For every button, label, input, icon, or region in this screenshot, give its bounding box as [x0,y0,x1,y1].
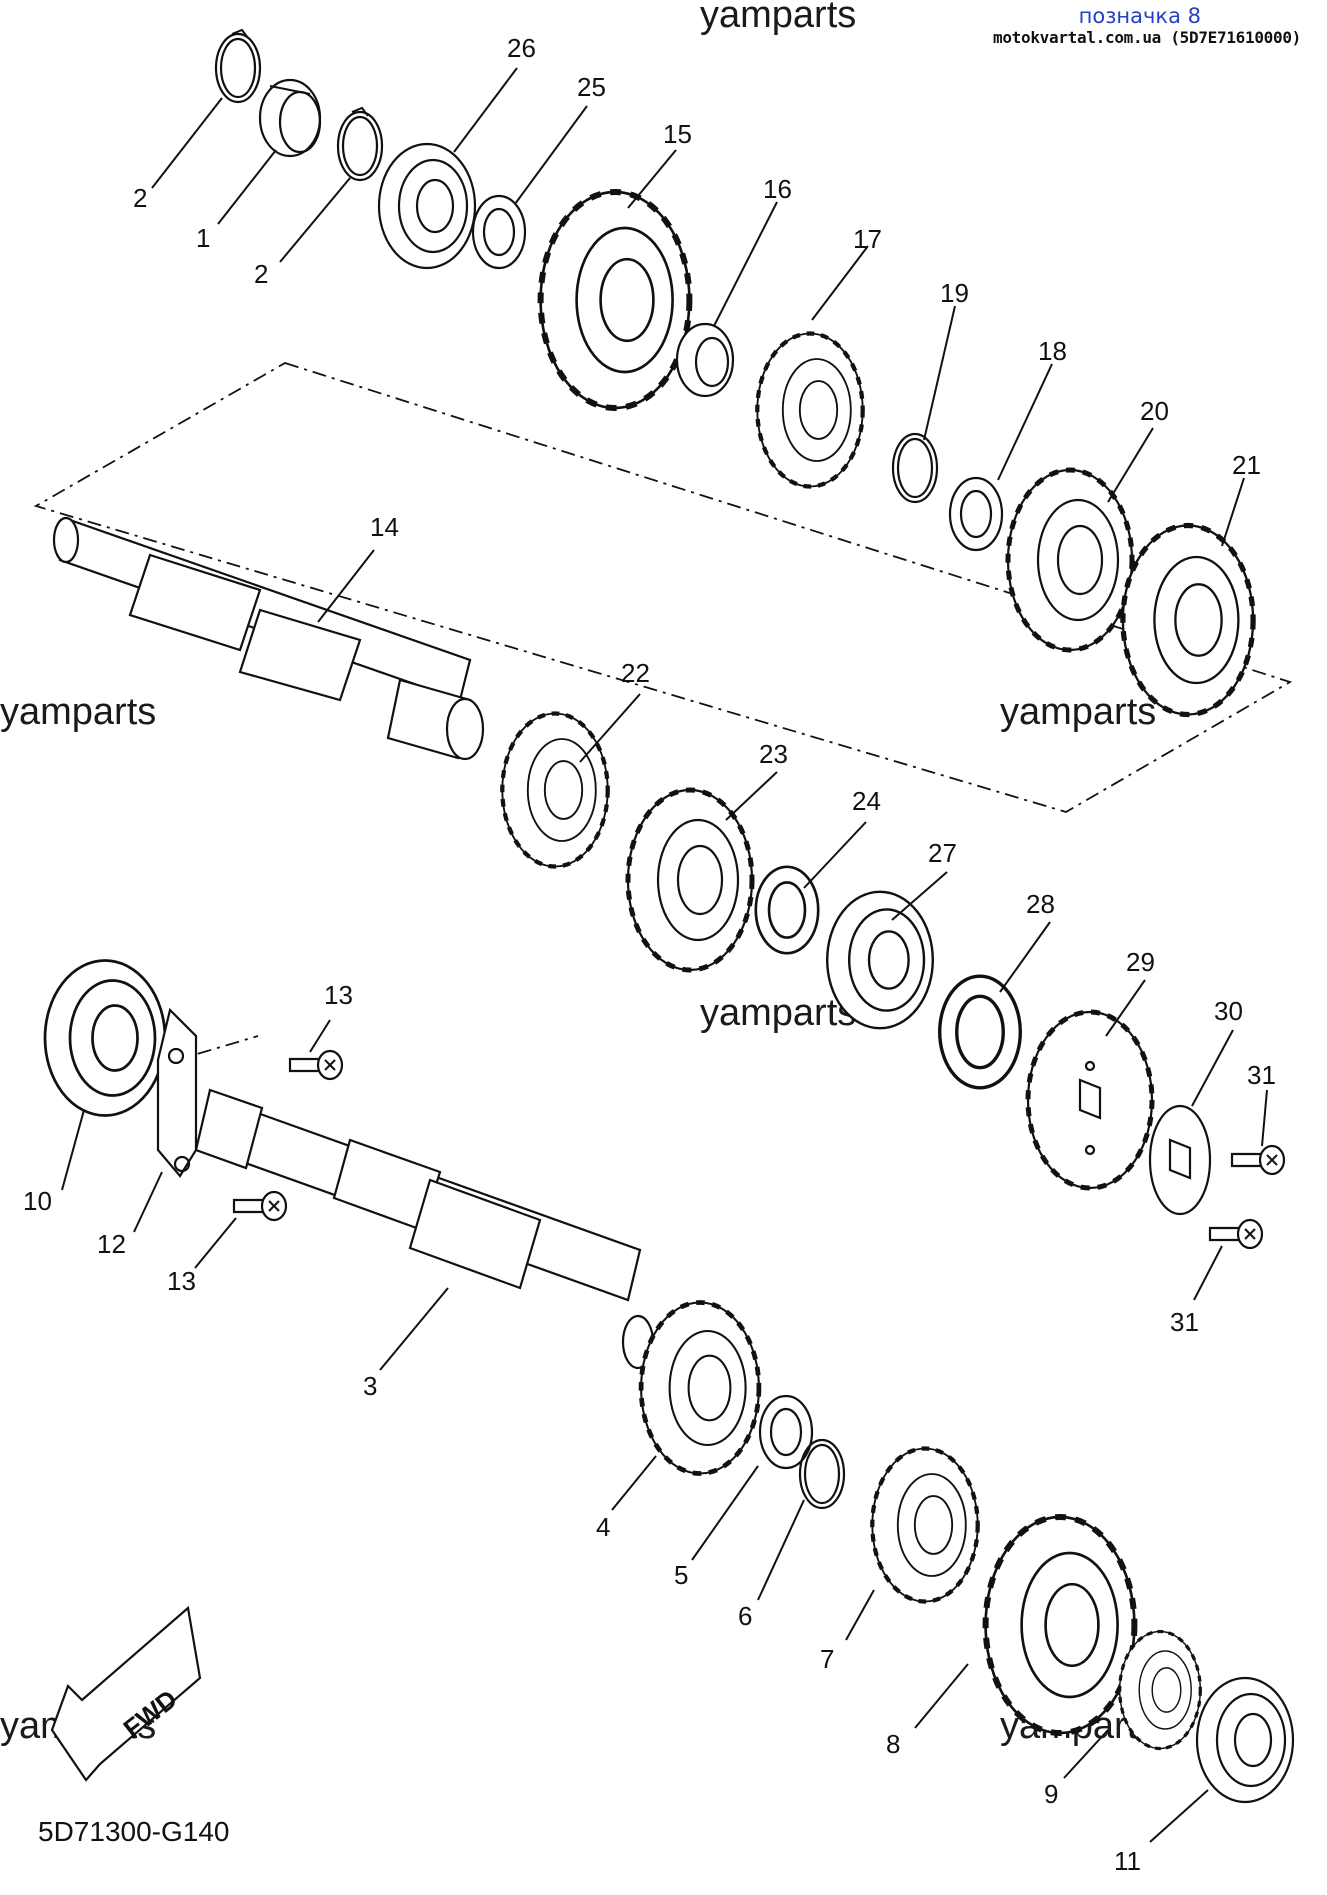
callout-24: 24 [852,786,881,816]
part-3-drive-axle [194,1088,655,1370]
callout-7: 7 [820,1644,834,1674]
part-28-oil-seal [937,974,1023,1090]
part-22-gear [502,714,607,867]
part-19-circlip [891,432,939,504]
callout-11: 11 [1114,1846,1141,1876]
callout-28: 28 [1026,889,1055,919]
watermark-right-upper: yamparts [1000,691,1156,733]
part-13-screw-lower [232,1190,288,1222]
part-23-gear [628,790,752,970]
fwd-arrow-icon: FWD [50,1605,202,1782]
callout-22: 22 [621,658,650,688]
part-6-circlip [798,1438,846,1510]
callout-2: 2 [133,183,147,213]
callout-16: 16 [763,174,792,204]
assembly-group-boundary [33,362,1293,813]
callout-17: 17 [853,224,882,254]
part-27-bearing [825,890,935,1030]
part-30-lock-washer [1148,1104,1212,1216]
header-site-code: motokvartal.com.ua (5D7E71610000) [993,28,1301,47]
part-16-collar [675,322,735,398]
leader-lines [61,67,1268,1843]
part-24-washer [754,865,820,955]
part-14-main-axle [52,516,485,761]
callout-1: 1 [196,223,210,253]
callout-31: 31 [1170,1307,1199,1337]
callout-9: 9 [1044,1779,1058,1809]
callout-29: 29 [1126,947,1155,977]
part-21-gear [1123,526,1253,715]
part-4-gear [641,1303,759,1474]
callout-2: 2 [254,259,268,289]
watermark-top: yamparts [700,0,856,36]
callout-25: 25 [577,72,606,102]
part-7-gear [872,1449,977,1602]
callout-5: 5 [674,1560,688,1590]
part-2-circlip-upper [214,28,262,104]
callout-19: 19 [940,278,969,308]
callout-30: 30 [1214,996,1243,1026]
callout-23: 23 [759,739,788,769]
part-26-bearing [377,142,477,270]
part-5-spline-washer [758,1394,814,1470]
header-label: позначка 8 [1078,4,1201,28]
callout-20: 20 [1140,396,1169,426]
callout-18: 18 [1038,336,1067,366]
callout-14: 14 [370,512,399,542]
callout-26: 26 [507,33,536,63]
part-18-spline-washer [948,476,1004,552]
callout-12: 12 [97,1229,126,1259]
part-15-gear [541,192,690,408]
callout-21: 21 [1232,450,1261,480]
watermark-left-upper: yamparts [0,691,156,733]
callout-8: 8 [886,1729,900,1759]
callout-13: 13 [167,1266,196,1296]
callout-10: 10 [23,1186,52,1216]
part-10-bearing [43,959,167,1117]
callout-4: 4 [596,1512,610,1542]
part-9-gear [1118,1629,1202,1751]
diagram-code: 5D71300-G140 [38,1816,230,1847]
part-11-bearing [1195,1676,1295,1804]
part-1-bushing [258,78,322,158]
part-31-bolt-lower [1208,1218,1264,1250]
part-20-gear [1008,470,1132,650]
part-29-drive-sprocket [1025,1009,1155,1191]
callouts: 2 1 2 26 25 15 16 17 19 18 20 21 14 22 2… [23,33,1276,1876]
callout-15: 15 [663,119,692,149]
callout-3: 3 [363,1371,377,1401]
part-17-gear [757,334,862,487]
part-8-gear [986,1517,1135,1733]
part-13-screw-upper [288,1049,344,1081]
watermark-center: yamparts [700,992,856,1034]
callout-13: 13 [324,980,353,1010]
part-25-washer [471,194,527,270]
part-31-bolt-upper [1230,1144,1286,1176]
part-12-plate [156,1007,198,1178]
callout-31: 31 [1247,1060,1276,1090]
callout-6: 6 [738,1601,752,1631]
part-2-circlip-lower [336,106,384,182]
callout-27: 27 [928,838,957,868]
